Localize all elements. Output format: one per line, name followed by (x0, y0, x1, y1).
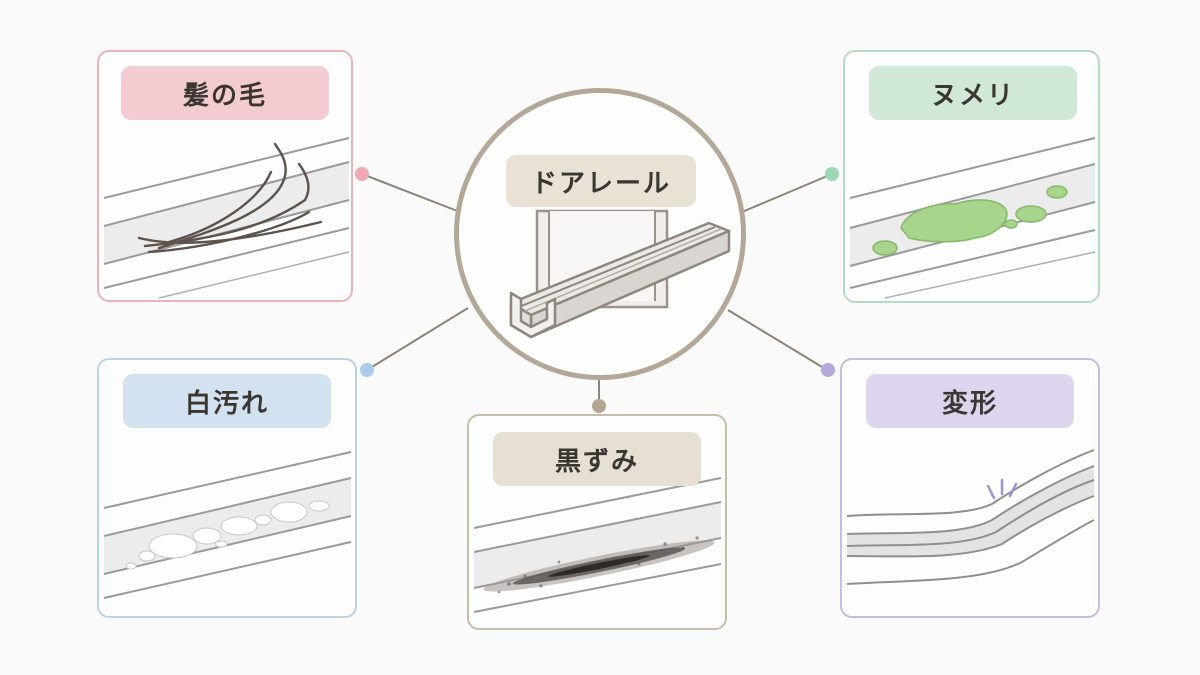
connector-dot-deformation (821, 363, 835, 377)
card-label-deformation: 変形 (866, 374, 1074, 428)
black-mold-icon (473, 477, 722, 613)
connector-dot-black-mold (592, 399, 606, 413)
hair-strands-icon (103, 137, 350, 299)
connector-deformation (727, 309, 828, 371)
deformation-icon (846, 449, 1095, 585)
center-circle-door-rail: ドアレール (454, 88, 746, 380)
card-black-mold: 黒ずみ (467, 414, 727, 630)
connector-dot-white-stain (360, 363, 374, 377)
card-label-slime: ヌメリ (869, 66, 1077, 120)
card-label-white-stain: 白汚れ (123, 374, 331, 428)
connector-hair (361, 173, 461, 213)
card-hair: 髪の毛 (97, 50, 353, 302)
connector-dot-slime (825, 167, 839, 181)
card-label-hair: 髪の毛 (121, 66, 329, 120)
slime-icon (849, 137, 1096, 299)
white-stain-icon (103, 451, 352, 599)
card-label-black-mold: 黒ずみ (493, 432, 701, 486)
card-slime: ヌメリ (843, 50, 1100, 303)
card-deformation: 変形 (840, 358, 1100, 618)
connector-slime (741, 173, 833, 213)
card-white-stain: 白汚れ (97, 358, 357, 618)
center-label: ドアレール (506, 155, 696, 207)
connector-dot-hair (355, 167, 369, 181)
connector-white-stain (366, 307, 469, 371)
door-rail-icon (509, 209, 731, 339)
